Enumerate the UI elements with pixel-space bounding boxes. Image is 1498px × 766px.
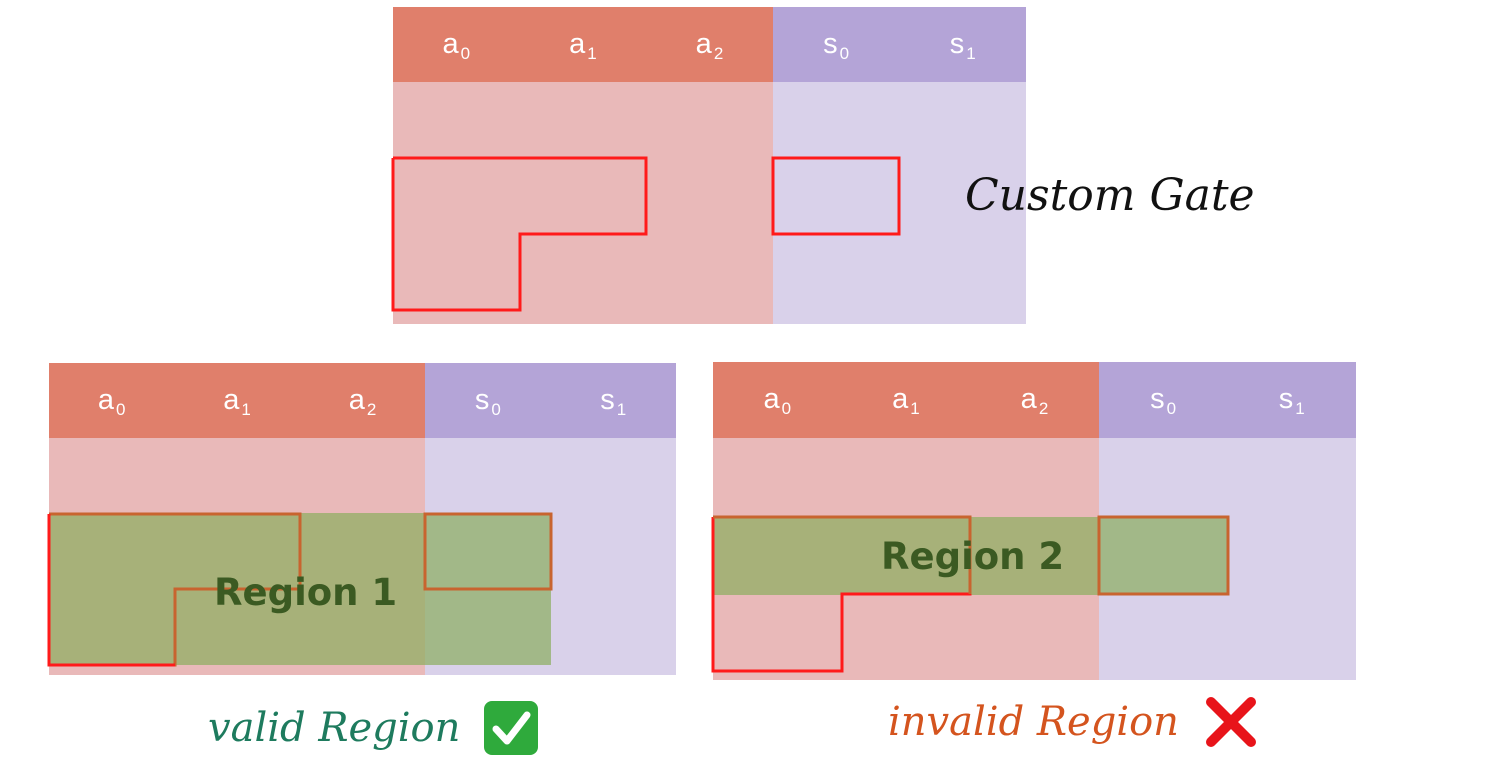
column-index: 0	[839, 43, 850, 63]
column-index: 2	[366, 399, 377, 419]
gate-system-outline	[771, 156, 901, 236]
column-letter: a	[97, 384, 115, 416]
ancilla-header	[713, 362, 1099, 438]
region-1-label: Region 1	[214, 571, 398, 614]
valid-caption-row: valid Region	[208, 698, 539, 758]
column-index: 0	[781, 398, 792, 418]
column-letter: s	[1150, 383, 1165, 415]
region-2-system-outline	[1097, 515, 1230, 596]
column-letter: a	[1020, 383, 1037, 415]
custom-gate-shape	[391, 156, 901, 312]
column-letter: a	[223, 384, 240, 416]
column-index: 1	[241, 399, 251, 419]
invalid-region-caption: invalid Region	[888, 699, 1179, 745]
ancilla-header	[49, 363, 425, 438]
region-2-label: Region 2	[881, 535, 1065, 578]
gate-ancilla-outline	[391, 156, 648, 312]
column-letter: s	[600, 384, 615, 416]
system-header	[425, 363, 676, 438]
cross-mark-icon	[1203, 694, 1259, 750]
column-letter: s	[949, 28, 965, 60]
column-index: 0	[460, 43, 471, 63]
column-index: 0	[491, 399, 501, 419]
column-letter: a	[892, 383, 909, 415]
column-index: 1	[587, 43, 597, 63]
column-index: 1	[1295, 398, 1305, 418]
column-index: 1	[966, 43, 976, 63]
column-letter: a	[695, 28, 712, 60]
column-index: 2	[1038, 398, 1049, 418]
column-letter: a	[763, 383, 780, 415]
region-1-system-outline	[423, 512, 553, 591]
system-header	[773, 7, 1026, 82]
column-index: 0	[116, 399, 126, 419]
system-header	[1099, 362, 1356, 438]
region-2-top-edge	[713, 515, 972, 594]
invalid-caption-row: invalid Region	[888, 692, 1259, 752]
valid-region-caption: valid Region	[208, 705, 461, 751]
column-letter: s	[823, 28, 838, 60]
ancilla-body	[393, 82, 773, 324]
region-1-shape	[47, 512, 553, 667]
custom-gate-caption: Custom Gate	[965, 170, 1255, 221]
column-index: 1	[616, 399, 627, 419]
region-2-shape	[711, 515, 1230, 673]
column-letter: s	[1278, 383, 1294, 415]
region-1-edge	[47, 514, 175, 667]
column-letter: s	[474, 384, 490, 416]
column-index: 0	[1166, 398, 1177, 418]
column-letter: a	[569, 28, 586, 60]
column-letter: a	[442, 28, 459, 60]
check-mark-icon	[484, 701, 539, 755]
column-letter: a	[348, 384, 365, 416]
ancilla-header	[393, 7, 773, 82]
column-index: 1	[910, 398, 920, 418]
column-index: 2	[713, 43, 724, 63]
